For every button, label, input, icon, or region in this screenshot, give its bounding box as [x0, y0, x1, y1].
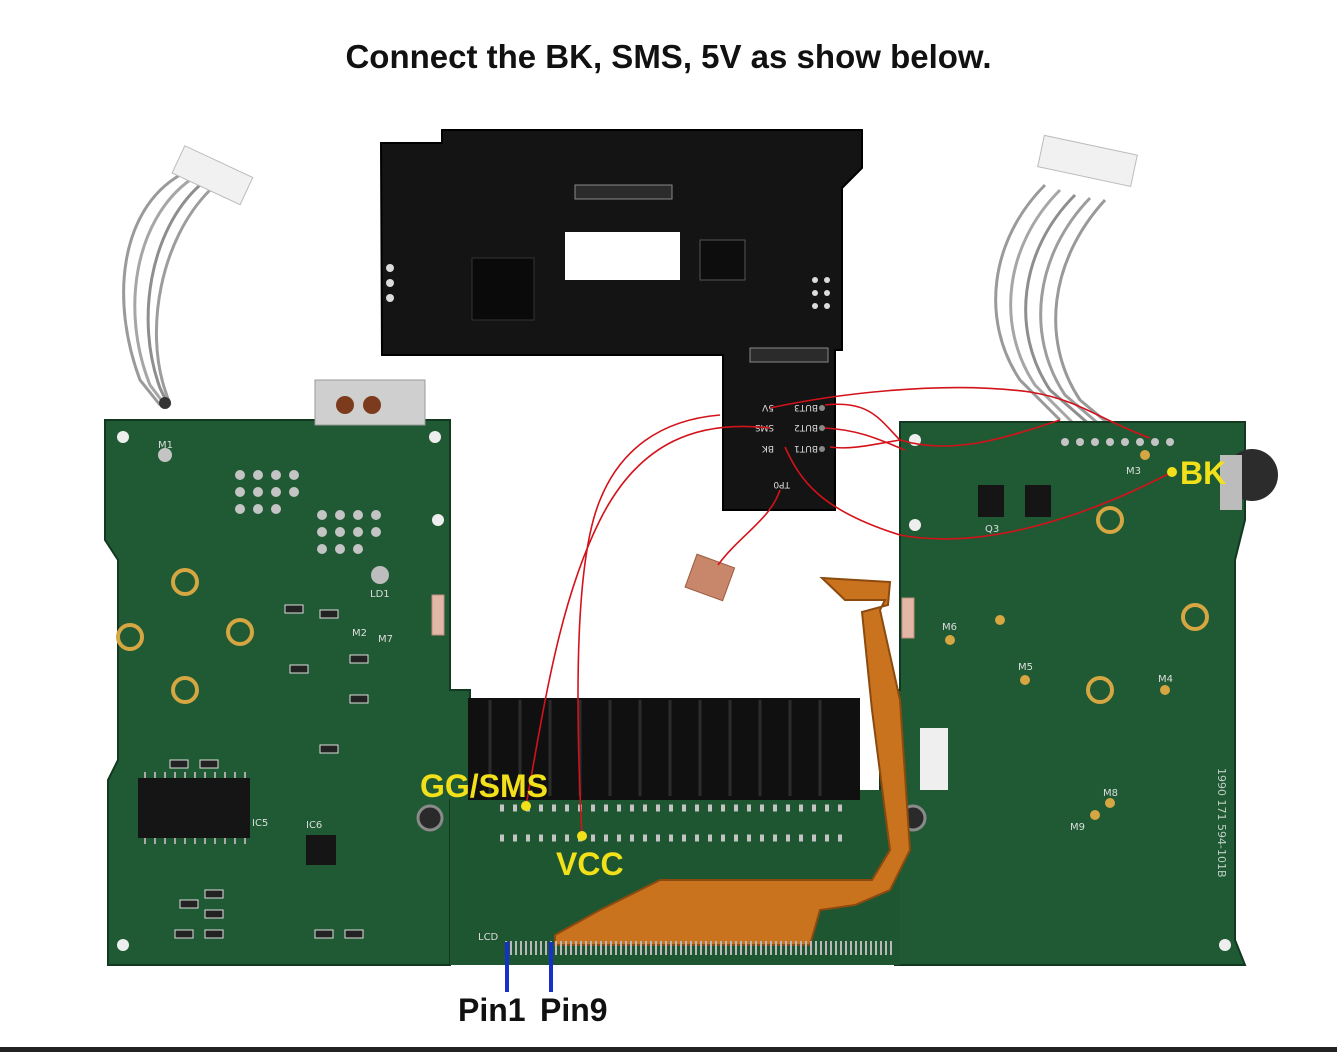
pad-tp0: TP0 — [773, 479, 791, 489]
pad-bk: BK — [761, 443, 774, 453]
silk-ld1: LD1 — [370, 589, 390, 600]
right-pcb: M3 M4 M5 M6 M8 M9 Q3 1990 171 594-101B — [879, 421, 1278, 966]
silk-m9: M9 — [1070, 822, 1085, 833]
pad-5v: 5V — [761, 402, 774, 412]
silk-m2: M2 — [352, 628, 367, 639]
bk-point — [1167, 467, 1177, 477]
gg-sms-point — [521, 801, 531, 811]
pad-but2: BUT2 — [794, 422, 818, 432]
silk-ic5: IC5 — [252, 818, 268, 829]
silk-serial: 1990 171 594-101B — [1215, 768, 1228, 878]
pin-markers — [505, 942, 553, 992]
pin9-label: Pin9 — [540, 992, 608, 1028]
bottom-rule — [0, 1047, 1337, 1052]
silk-q3: Q3 — [985, 524, 999, 535]
bk-label: BK — [1180, 455, 1227, 491]
adapter-board: BUT3 5V BUT2 SMS BUT1 BK TP0 — [379, 129, 863, 511]
silk-ic6: IC6 — [306, 820, 322, 831]
red-wires — [525, 386, 1173, 837]
silk-m6: M6 — [942, 622, 957, 633]
silk-m4: M4 — [1158, 674, 1173, 685]
silk-m3: M3 — [1126, 466, 1141, 477]
silk-m8: M8 — [1103, 788, 1118, 799]
left-wire-harness — [122, 145, 254, 409]
silk-m1: M1 — [158, 440, 173, 451]
silk-lcd: LCD — [478, 932, 499, 943]
pad-but3: BUT3 — [794, 402, 818, 412]
copper-tape — [684, 553, 736, 602]
right-wire-harness — [994, 134, 1138, 427]
vcc-label: VCC — [556, 846, 624, 882]
vcc-point — [577, 831, 587, 841]
pin1-label: Pin1 — [458, 992, 526, 1028]
connection-points — [521, 467, 1177, 841]
pad-but1: BUT1 — [794, 443, 818, 453]
gg-sms-label: GG/SMS — [420, 768, 549, 804]
center-bridge: LCD — [416, 576, 927, 965]
page-title: Connect the BK, SMS, 5V as show below. — [345, 38, 992, 75]
silk-m7: M7 — [378, 634, 393, 645]
left-pcb: M1 M2 M7 LD1 IC5 IC6 — [104, 379, 471, 966]
silk-m5: M5 — [1018, 662, 1033, 673]
